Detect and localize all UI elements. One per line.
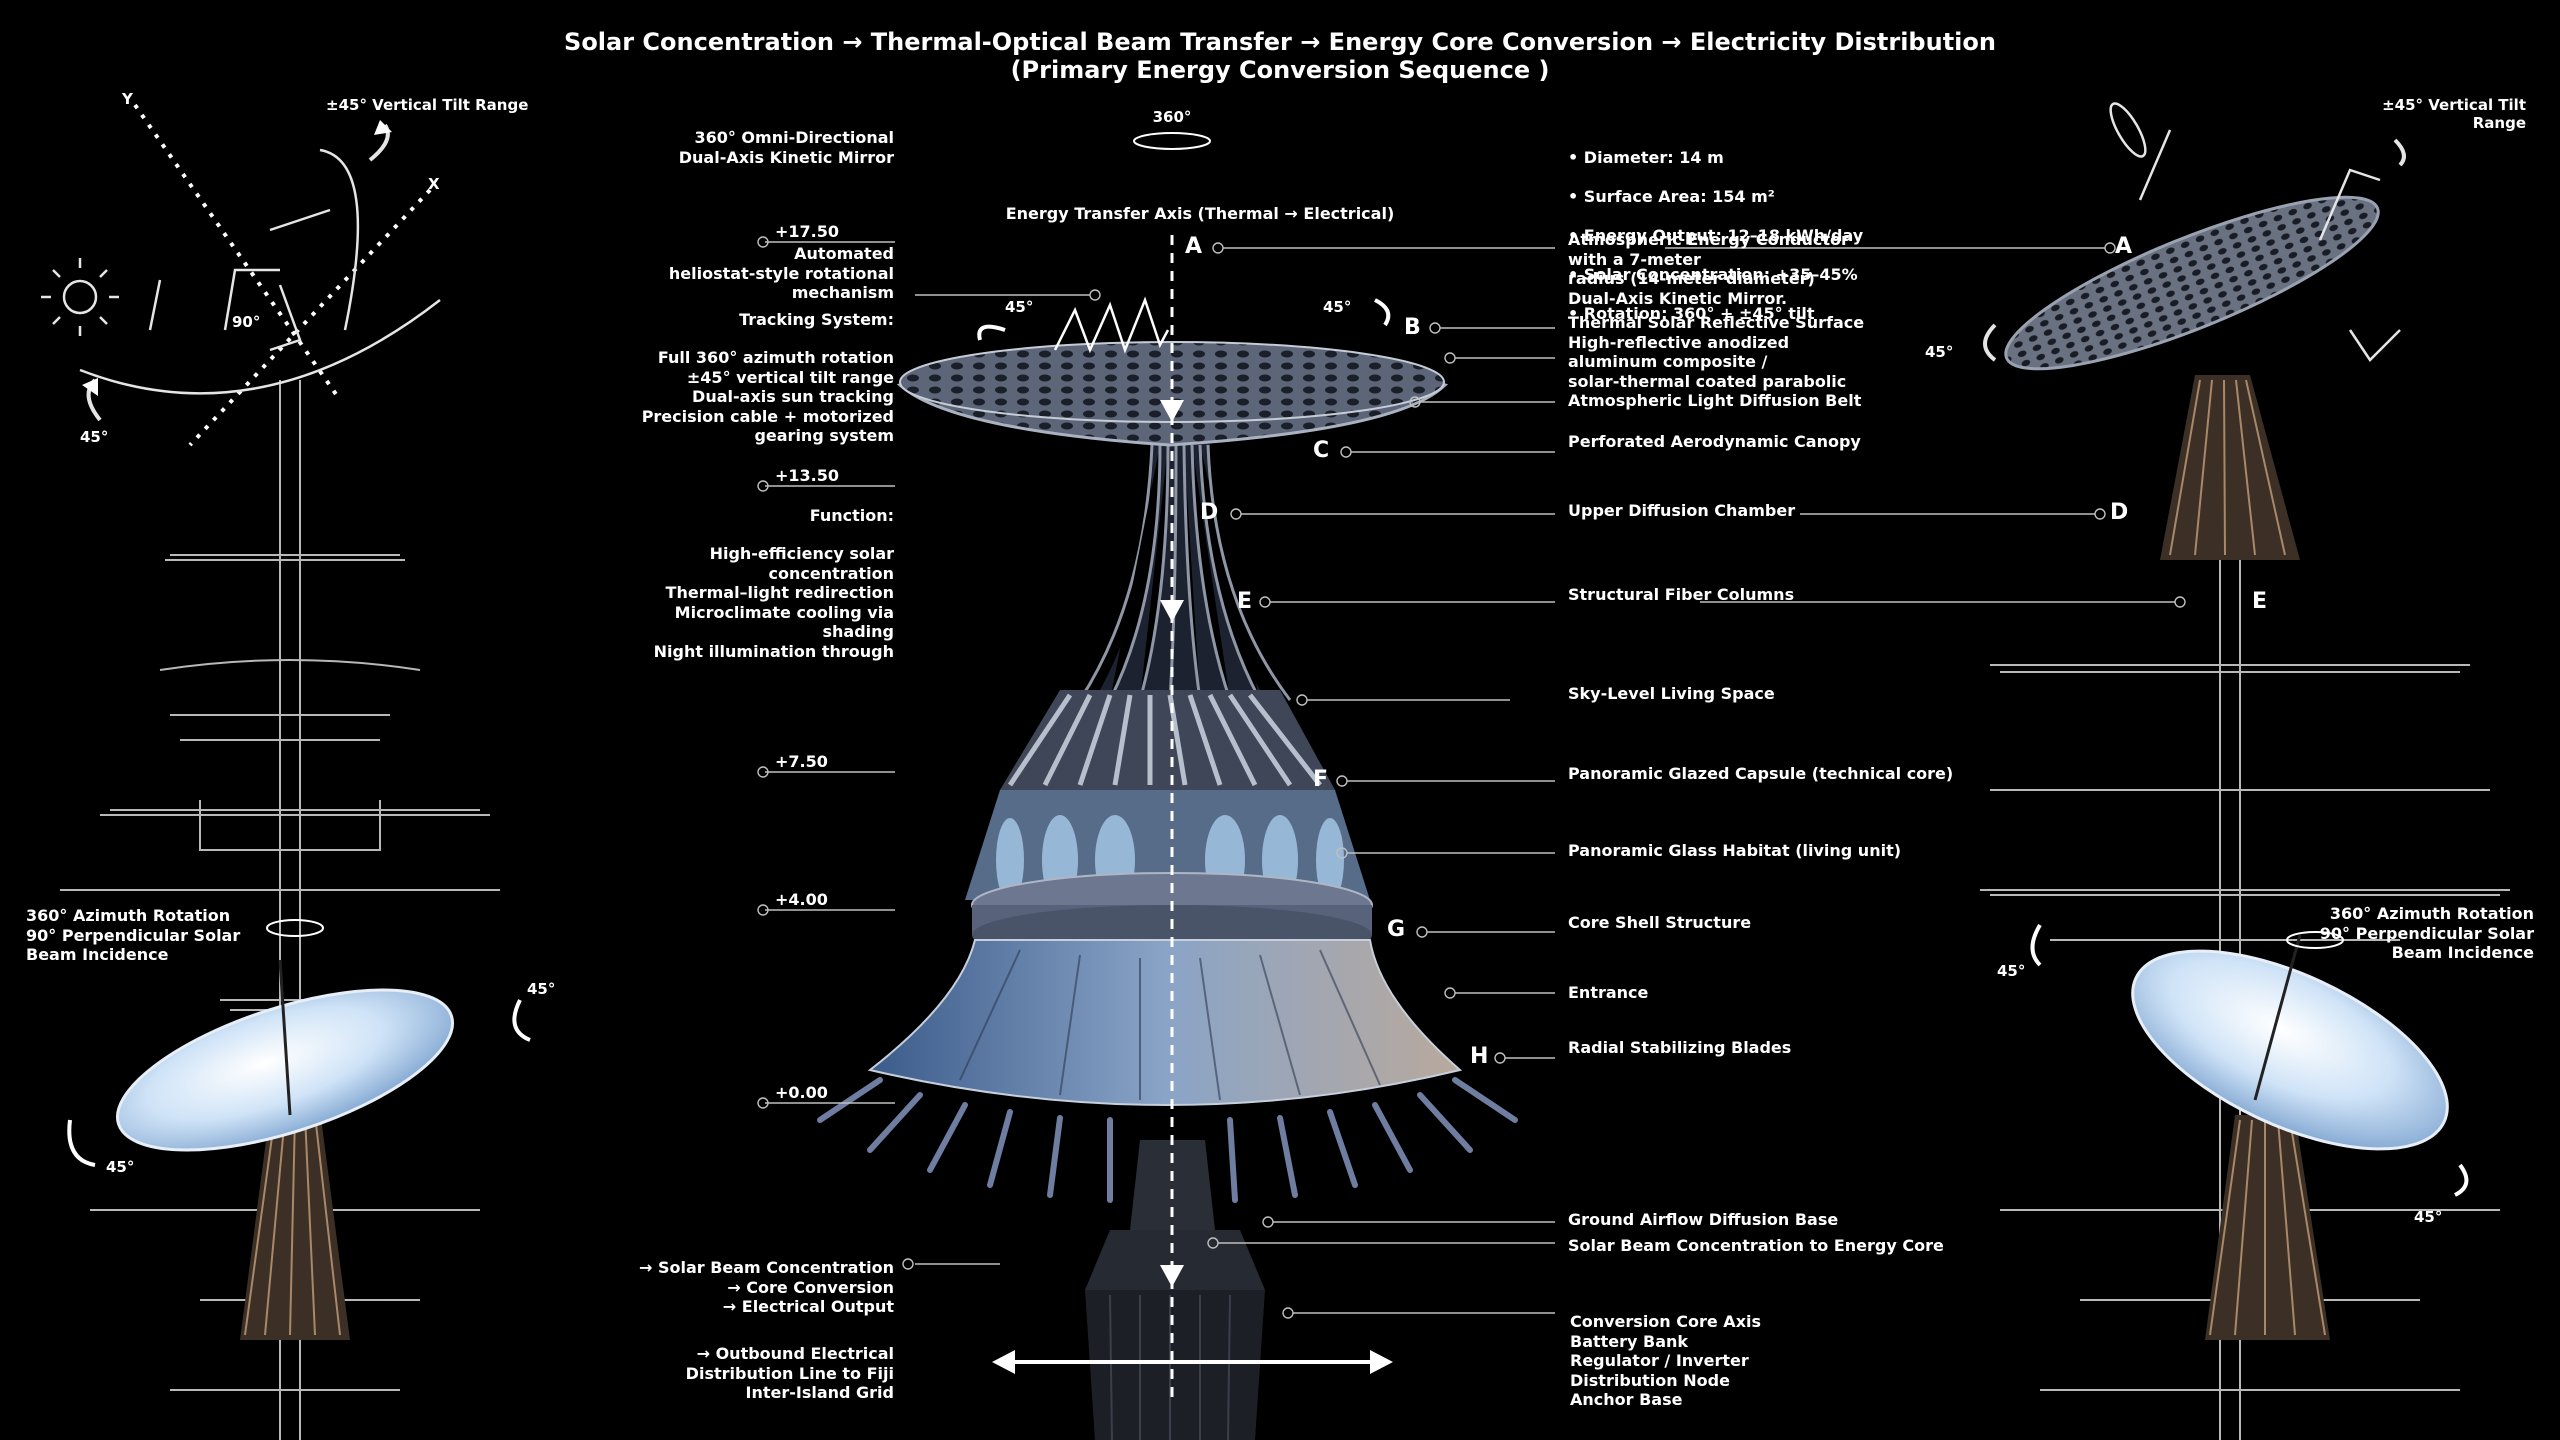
bottom-right-rotation-label: 360° Azimuth Rotation 90° Perpendicular … <box>2319 904 2534 963</box>
note-entrance: Entrance <box>1568 983 1649 1002</box>
marker-a: A <box>1185 234 1203 259</box>
beam-zigzag <box>1053 296 1170 354</box>
marker-c: C <box>1313 438 1330 463</box>
energy-transfer-axis <box>1133 132 1211 1400</box>
left-axis-sketch <box>133 103 432 447</box>
note-b: Thermal Solar Reflective Surface High-re… <box>1568 313 1865 411</box>
left-leaders <box>757 236 1101 1270</box>
right-leaders <box>1207 242 2186 1319</box>
axis-y-label: Y <box>122 90 133 108</box>
function-heading: Function: <box>809 506 894 525</box>
note-e: Structural Fiber Columns <box>1568 585 1795 604</box>
level-13-50: +13.50 <box>775 466 840 485</box>
angle-45-left-dish-right: 45° <box>527 980 556 998</box>
tracking-heading: Tracking System: <box>739 310 894 329</box>
tracking-note: Full 360° azimuth rotation ±45° vertical… <box>641 348 894 446</box>
note-c: Perforated Aerodynamic Canopy <box>1568 432 1861 451</box>
note-a: Atmospheric Energy Conductor with a 7-me… <box>1568 230 1849 308</box>
note-core: Conversion Core Axis Battery Bank Regula… <box>1570 1312 1762 1410</box>
transfer-axis-label: Energy Transfer Axis (Thermal → Electric… <box>1005 204 1395 223</box>
automated-note: Automated heliostat-style rotational mec… <box>668 244 894 303</box>
marker-a-right: A <box>2115 234 2133 259</box>
mirror-label: 360° Omni-Directional Dual-Axis Kinetic … <box>678 128 894 167</box>
right-dish <box>2131 934 2449 1340</box>
angle-45-right-dish-left: 45° <box>1997 962 2026 980</box>
function-note: High-efficiency solar concentration Ther… <box>653 544 894 661</box>
tilt-right-label: 45° <box>1323 298 1352 316</box>
note-f: Panoramic Glazed Capsule (technical core… <box>1568 764 1954 783</box>
angle-45-top-right: 45° <box>1925 343 1954 361</box>
outbound-note: → Outbound Electrical Distribution Line … <box>685 1344 894 1403</box>
note-beam: Solar Beam Concentration to Energy Core <box>1568 1236 1944 1255</box>
angle-45-left-dish-left: 45° <box>106 1158 135 1176</box>
main-title: Solar Concentration → Thermal-Optical Be… <box>564 28 1996 56</box>
marker-e: E <box>1237 589 1253 614</box>
main-subtitle: (Primary Energy Conversion Sequence ) <box>1010 56 1550 84</box>
level-4-00: +4.00 <box>775 890 828 909</box>
spec-item: • Surface Area: 154 m² <box>1568 186 1775 206</box>
level-0-00: +0.00 <box>775 1083 828 1102</box>
marker-d-right: D <box>2110 500 2129 525</box>
angle-45-right-dish-right: 45° <box>2414 1208 2443 1226</box>
marker-d: D <box>1200 500 1219 525</box>
right-top-dish <box>2004 195 2380 560</box>
level-7-50: +7.50 <box>775 752 828 771</box>
rotation-label: 360° <box>1152 108 1192 126</box>
left-dish <box>115 959 455 1340</box>
angle-90-label: 90° <box>232 313 261 331</box>
axis-x-label: X <box>428 175 440 193</box>
marker-b: B <box>1404 315 1421 340</box>
note-sky: Sky-Level Living Space <box>1568 684 1775 703</box>
top-left-tilt-label: ±45° Vertical Tilt Range <box>326 96 529 114</box>
note-habitat: Panoramic Glass Habitat (living unit) <box>1568 841 1902 860</box>
angle-45-top-left: 45° <box>80 428 109 446</box>
tilt-left-label: 45° <box>1005 298 1034 316</box>
top-right-tilt-label: ±45° Vertical Tilt Range <box>2382 96 2526 132</box>
marker-e-right: E <box>2252 589 2268 614</box>
note-h: Radial Stabilizing Blades <box>1568 1038 1792 1057</box>
sequence-note: → Solar Beam Concentration → Core Conver… <box>638 1258 894 1317</box>
spec-item: • Energy Output: 12–18 kWh/day <box>1568 225 1864 245</box>
spec-list: • Diameter: 14 m • Surface Area: 154 m² … <box>1568 128 1988 343</box>
spec-item: • Diameter: 14 m <box>1568 147 1724 167</box>
note-ground: Ground Airflow Diffusion Base <box>1568 1210 1839 1229</box>
marker-f: F <box>1313 767 1329 792</box>
distribution-arrow <box>992 1350 1393 1374</box>
note-g: Core Shell Structure <box>1568 913 1752 932</box>
note-d: Upper Diffusion Chamber <box>1568 501 1796 520</box>
marker-g: G <box>1387 917 1406 942</box>
marker-h: H <box>1470 1044 1489 1069</box>
spec-item: • Solar Concentration: +35–45% <box>1568 264 1858 284</box>
level-17-50: +17.50 <box>775 222 840 241</box>
spec-item: • Rotation: 360° + ±45° tilt <box>1568 303 1815 323</box>
bottom-left-rotation-label: 360° Azimuth Rotation 90° Perpendicular … <box>26 906 241 965</box>
